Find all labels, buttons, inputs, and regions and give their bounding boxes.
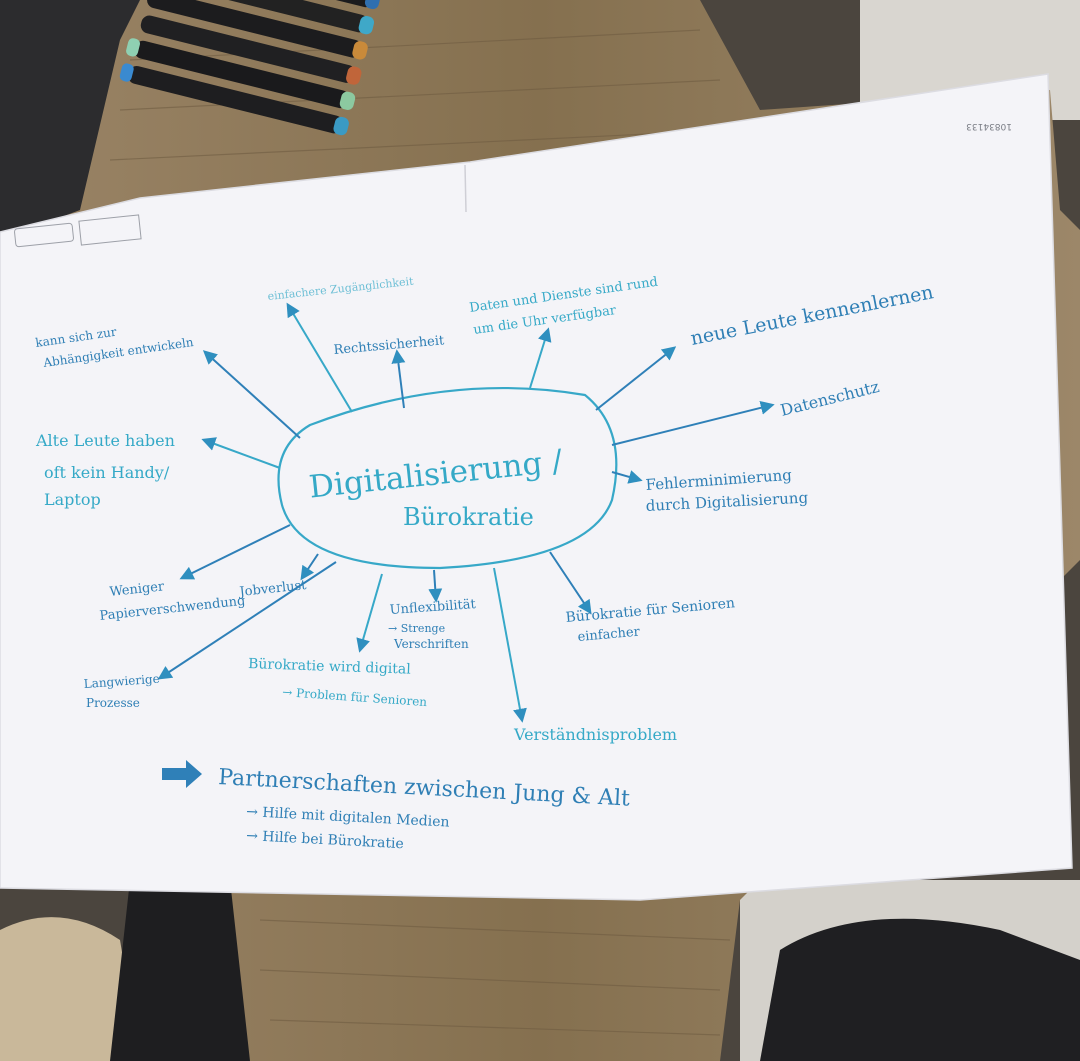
label-langwierig-1: Langwierige: [83, 672, 160, 691]
label-papier-1: Weniger: [109, 579, 166, 600]
label-langwierig-2: Prozesse: [86, 696, 140, 710]
person-shoe-right: [760, 918, 1080, 1061]
arrow-rechtssicherheit: [391, 349, 406, 409]
label-unflex-3: Verschriften: [393, 637, 469, 651]
arrow-papier: [179, 524, 291, 580]
arrow-daten: [529, 327, 552, 389]
conclusion-arrow-icon: [162, 760, 202, 788]
wood-grain: [109, 29, 731, 1036]
label-wird-digital-1: Bürokratie wird digital: [248, 656, 412, 678]
label-unflex-2: → Strenge: [388, 622, 445, 635]
marker-pens: [119, 0, 381, 136]
arrow-unflex: [428, 569, 443, 603]
arrow-langwierig: [157, 561, 337, 680]
center-subtitle: Bürokratie: [403, 503, 534, 531]
label-verstaendnis: Verständnisproblem: [513, 725, 677, 744]
arrow-alte-leute: [201, 437, 281, 469]
label-alte-leute-1: Alte Leute haben: [35, 431, 175, 450]
flipchart-paper: [0, 73, 1073, 901]
arrow-fehler: [611, 470, 643, 484]
paper-fold: [464, 164, 467, 213]
paper-logo: [14, 214, 142, 248]
arrow-datenschutz: [611, 400, 775, 446]
arrow-jobverlust: [300, 553, 319, 581]
arrow-zugaenglichkeit: [286, 302, 353, 413]
label-jobverlust: Jobverlust: [237, 578, 308, 600]
arrow-wird-digital: [356, 573, 383, 653]
arrow-verstaendnis: [493, 567, 527, 723]
label-unflex-1: Unflexibilität: [389, 597, 477, 618]
bag-bottom-left: [0, 917, 140, 1061]
serial-number: 10834133: [966, 121, 1012, 131]
label-senioren-2: einfacher: [577, 625, 641, 645]
branch-arrows: [157, 302, 775, 723]
label-alte-leute-2: oft kein Handy/: [44, 463, 170, 482]
arrow-abhaengigkeit: [202, 350, 301, 439]
center-bubble: [277, 386, 618, 570]
arrow-neue-leute: [595, 346, 677, 411]
arrow-senioren: [549, 551, 592, 615]
label-alte-leute-3: Laptop: [44, 490, 101, 509]
person-leg-bottom: [110, 880, 270, 1061]
